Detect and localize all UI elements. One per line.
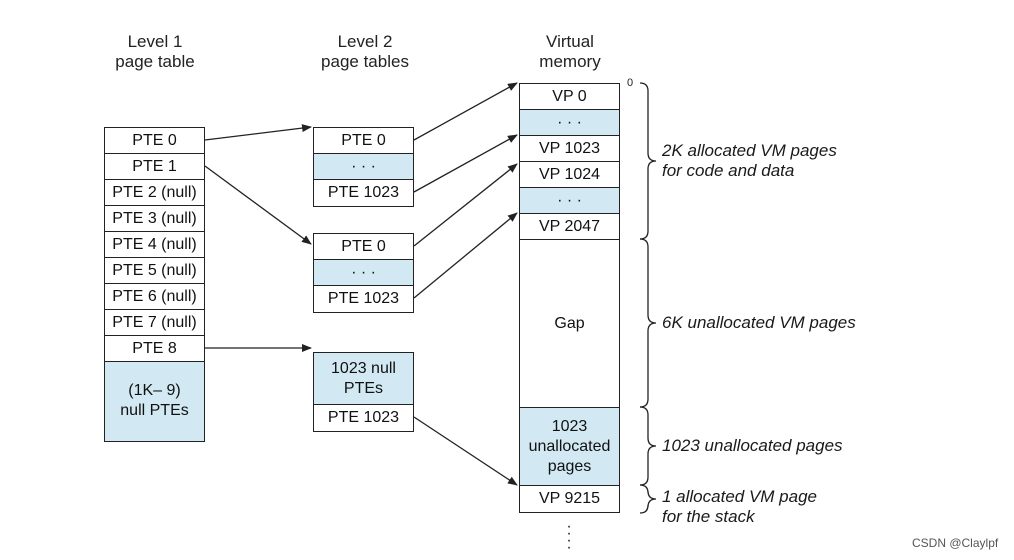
arrow-l2c-pte1023-to-vp9215: [413, 416, 518, 486]
vm-page-cell: · · ·: [519, 187, 620, 215]
vm-page-cell: VP 1023: [519, 135, 620, 163]
vm-continuation-dots: ····: [566, 518, 572, 556]
annotation-code-data-line: for code and data: [662, 161, 795, 180]
level1-pte-cell: PTE 2 (null): [104, 179, 205, 207]
level1-pte-cell: PTE 4 (null): [104, 231, 205, 259]
brace-stack: [639, 484, 657, 514]
arrow-l2a-pte0-to-vp0: [413, 82, 518, 141]
arrow-pte1-to-l2b: [204, 165, 312, 245]
arrow-pte0-to-l2a: [204, 124, 312, 141]
annotation-unallocated-line: 1023 unallocated pages: [662, 436, 843, 455]
level2-header-line: Level 2: [337, 32, 393, 51]
vm-page-cell: · · ·: [519, 109, 620, 137]
annotation-unallocated: 1023 unallocated pages: [662, 436, 843, 456]
level1-pte-cell: PTE 5 (null): [104, 257, 205, 285]
level1-pte-cell: PTE 1: [104, 153, 205, 181]
level2a-pte-cell: · · ·: [313, 153, 414, 181]
brace-code-data: [639, 82, 657, 240]
level1-pte-cell: PTE 8: [104, 335, 205, 363]
level1-pte-cell: PTE 0: [104, 127, 205, 155]
level1-pte-cell: (1K– 9)null PTEs: [104, 361, 205, 442]
level1-pte-cell: PTE 3 (null): [104, 205, 205, 233]
brace-gap: [639, 238, 657, 408]
level1-header-line: page table: [115, 52, 195, 71]
vm-page-cell: VP 0: [519, 83, 620, 111]
arrow-l2b-pte0-to-vp1024: [413, 163, 518, 247]
level1-pte-cell: PTE 7 (null): [104, 309, 205, 337]
level1-pte-cell: PTE 6 (null): [104, 283, 205, 311]
level2b-pte-cell: · · ·: [313, 259, 414, 287]
level2c-pte-cell: PTE 1023: [313, 404, 414, 432]
vm-page-cell: VP 9215: [519, 485, 620, 513]
vm-header-line: memory: [539, 52, 601, 71]
arrow-l2b-pte1023-to-vp2047: [413, 212, 518, 299]
vm-page-cell: VP 1024: [519, 161, 620, 189]
vm-header-line: Virtual: [546, 32, 594, 51]
level2b-pte-cell: PTE 0: [313, 233, 414, 261]
annotation-gap: 6K unallocated VM pages: [662, 313, 856, 333]
level2a-pte-cell: PTE 1023: [313, 179, 414, 207]
level1-header-line: Level 1: [127, 32, 183, 51]
annotation-code-data-line: 2K allocated VM pages: [662, 141, 837, 160]
vm-page-cell: VP 2047: [519, 213, 620, 241]
annotation-gap-line: 6K unallocated VM pages: [662, 313, 856, 332]
annotation-stack-line: for the stack: [662, 507, 755, 526]
level2a-pte-cell: PTE 0: [313, 127, 414, 155]
level2-header-line: page tables: [321, 52, 409, 71]
level2b-pte-cell: PTE 1023: [313, 285, 414, 313]
watermark: CSDN @Claylpf: [912, 536, 999, 550]
arrow-l2a-pte1023-to-vp1023: [413, 134, 518, 193]
annotation-stack-line: 1 allocated VM page: [662, 487, 817, 506]
brace-unallocated: [639, 406, 657, 486]
vm-page-cell: Gap: [519, 239, 620, 409]
vm-start-label: 0: [627, 77, 634, 89]
